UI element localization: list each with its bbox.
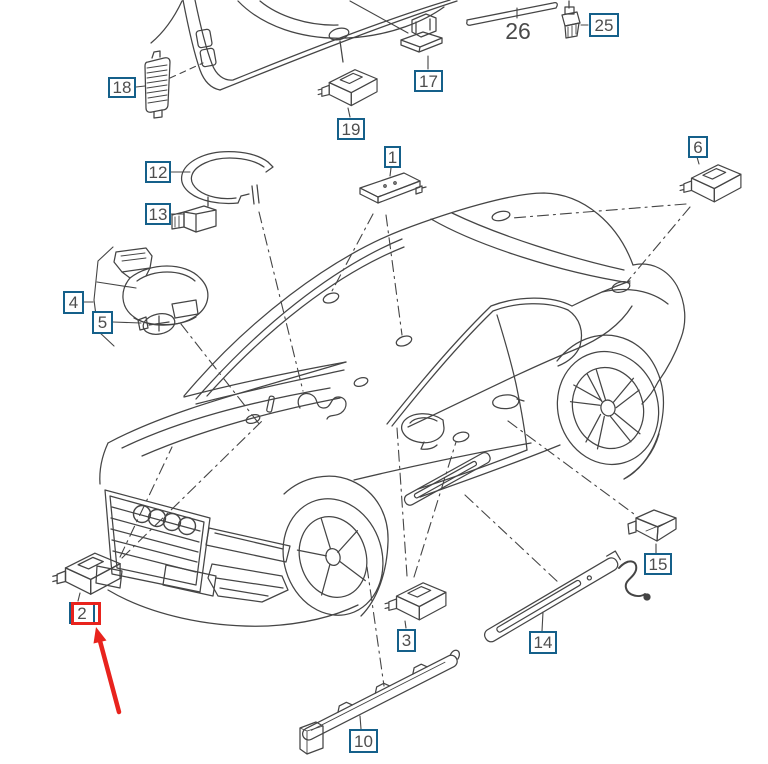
part-label-2-highlighted[interactable]: 2	[69, 602, 101, 625]
leader-lines-dashdot	[119, 203, 691, 687]
part-17-drawing	[400, 13, 443, 53]
part-13-drawing	[171, 196, 217, 233]
part-label-26[interactable]: 26	[505, 18, 531, 44]
part-2-drawing	[52, 552, 121, 595]
door-trim-panel-drawing	[150, 0, 458, 91]
part-label-6[interactable]: 6	[688, 136, 708, 158]
part-label-5[interactable]: 5	[92, 311, 113, 334]
part-label-4[interactable]: 4	[63, 291, 84, 314]
part-5-drawing	[137, 313, 176, 335]
part-4-drawing	[113, 247, 209, 326]
part-label-18[interactable]: 18	[108, 77, 136, 98]
audi-rings-icon	[132, 504, 197, 536]
part-14-drawing	[483, 550, 651, 643]
part-label-17[interactable]: 17	[414, 70, 443, 92]
part-label-1[interactable]: 1	[384, 146, 401, 168]
part-label-15[interactable]: 15	[644, 553, 672, 575]
part-3-drawing	[384, 582, 447, 621]
front-wheel	[282, 498, 384, 616]
part-15-drawing	[627, 509, 677, 542]
highlight-arrow	[93, 627, 122, 715]
part-label-12[interactable]: 12	[145, 161, 171, 183]
part-12-drawing	[181, 150, 274, 205]
part-6-drawing	[679, 164, 742, 203]
highlight-red-box	[71, 602, 101, 625]
part-25-drawing	[561, 0, 581, 39]
part-18-drawing	[144, 50, 171, 119]
rear-wheel	[556, 350, 660, 466]
part-label-2-text: 2	[77, 603, 87, 623]
leader-part18-dashed	[169, 62, 204, 79]
part-label-19[interactable]: 19	[337, 118, 365, 140]
part-19-drawing	[317, 69, 378, 107]
part-label-10[interactable]: 10	[349, 729, 378, 753]
part-1-drawing	[359, 172, 427, 204]
part-label-25[interactable]: 25	[589, 13, 619, 37]
part-10-drawing	[299, 649, 460, 755]
car-body-line-art	[95, 192, 686, 627]
part-label-14[interactable]: 14	[529, 631, 557, 654]
part-label-3[interactable]: 3	[397, 629, 416, 652]
part-26-drawing	[466, 2, 558, 26]
leader-lines-solid	[77, 0, 700, 730]
part-label-13[interactable]: 13	[145, 203, 171, 225]
sill-strip-on-car	[403, 452, 491, 506]
